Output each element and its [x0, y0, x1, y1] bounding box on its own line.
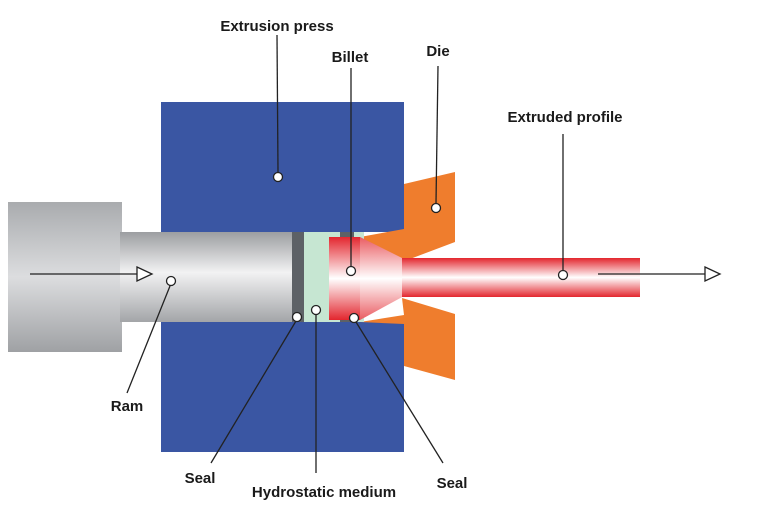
label-extruded-profile: Extruded profile	[507, 109, 622, 126]
marker-seal-right	[348, 312, 360, 324]
leader-seal-left	[210, 320, 297, 464]
marker-die	[430, 202, 442, 214]
die	[360, 172, 455, 380]
billet-core-highlight	[360, 237, 404, 320]
ram-rod	[120, 232, 295, 322]
marker-ram	[165, 275, 177, 287]
marker-billet	[345, 265, 357, 277]
extrusion-direction-arrow	[598, 265, 722, 283]
leader-ram	[126, 285, 171, 394]
ram-cylinder	[8, 202, 122, 352]
die-upper-part	[360, 172, 455, 262]
leader-extrusion-press	[276, 34, 279, 173]
label-die: Die	[426, 43, 449, 60]
billet-body	[329, 237, 404, 320]
marker-extruded-profile	[557, 269, 569, 281]
press-top-block	[161, 102, 404, 232]
seal-left	[292, 232, 304, 322]
label-seal-right: Seal	[437, 475, 468, 492]
ram-direction-arrow	[30, 265, 154, 283]
billet	[329, 237, 404, 320]
marker-extrusion-press	[272, 171, 284, 183]
label-extrusion-press: Extrusion press	[220, 18, 333, 35]
leader-seal-right	[355, 321, 444, 464]
ram	[8, 202, 295, 352]
marker-hydrostatic-medium	[310, 304, 322, 316]
marker-seal-left	[291, 311, 303, 323]
extruded-profile	[402, 258, 640, 297]
label-seal-left: Seal	[185, 470, 216, 487]
die-lower-part	[360, 298, 455, 380]
label-billet: Billet	[332, 49, 369, 66]
label-ram: Ram	[111, 398, 144, 415]
label-hydrostatic-medium: Hydrostatic medium	[252, 484, 396, 501]
leader-die	[435, 65, 439, 204]
